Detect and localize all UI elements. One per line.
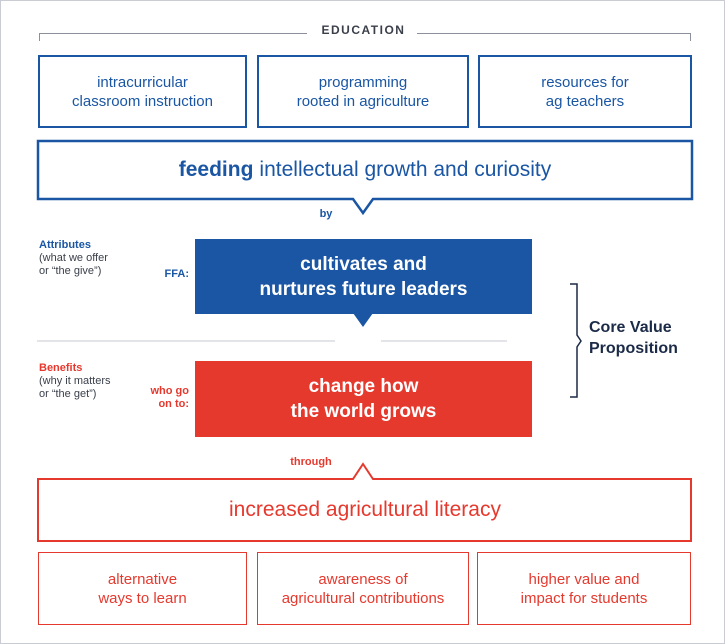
outcome-box-awareness: awareness of agricultural contributions — [257, 552, 469, 625]
education-box-programming: programming rooted in agriculture — [257, 55, 469, 128]
feeding-callout-outline — [36, 139, 694, 216]
attributes-prefix: FFA: — [164, 268, 189, 280]
connector-through: through — [290, 456, 332, 468]
benefits-box: change how the world grows — [195, 361, 532, 437]
connector-by: by — [319, 208, 333, 220]
literacy-statement: increased agricultural literacy — [229, 498, 501, 521]
education-rule-left-tick — [39, 33, 40, 41]
attributes-title: Attributes — [39, 239, 91, 251]
benefits-title: Benefits — [39, 362, 83, 374]
education-rule-right — [417, 33, 691, 34]
outcome-box-alternative: alternative ways to learn — [38, 552, 247, 625]
outcome-box-value: higher value and impact for students — [477, 552, 691, 625]
education-box-classroom: intracurricular classroom instruction — [38, 55, 247, 128]
education-rule-left — [39, 33, 307, 34]
education-rule-right-tick — [690, 33, 691, 41]
feeding-statement: feeding intellectual growth and curiosit… — [37, 141, 693, 199]
literacy-callout-outline — [37, 462, 692, 542]
core-value-proposition: Core Value Proposition — [589, 319, 678, 357]
attributes-subtitle: (what we offer or “the give”) — [39, 252, 108, 277]
feeding-rest: intellectual growth and curiosity — [259, 158, 552, 181]
feeding-bold: feeding — [178, 158, 254, 181]
attributes-box: cultivates and nurtures future leaders — [195, 239, 532, 314]
benefits-subtitle: (why it matters or “the get”) — [39, 375, 111, 400]
benefits-prefix: who go on to: — [150, 385, 190, 410]
attributes-notch — [353, 313, 373, 327]
core-value-bracket — [570, 283, 582, 398]
education-box-resources: resources for ag teachers — [478, 55, 692, 128]
education-label: EDUCATION — [321, 23, 406, 37]
